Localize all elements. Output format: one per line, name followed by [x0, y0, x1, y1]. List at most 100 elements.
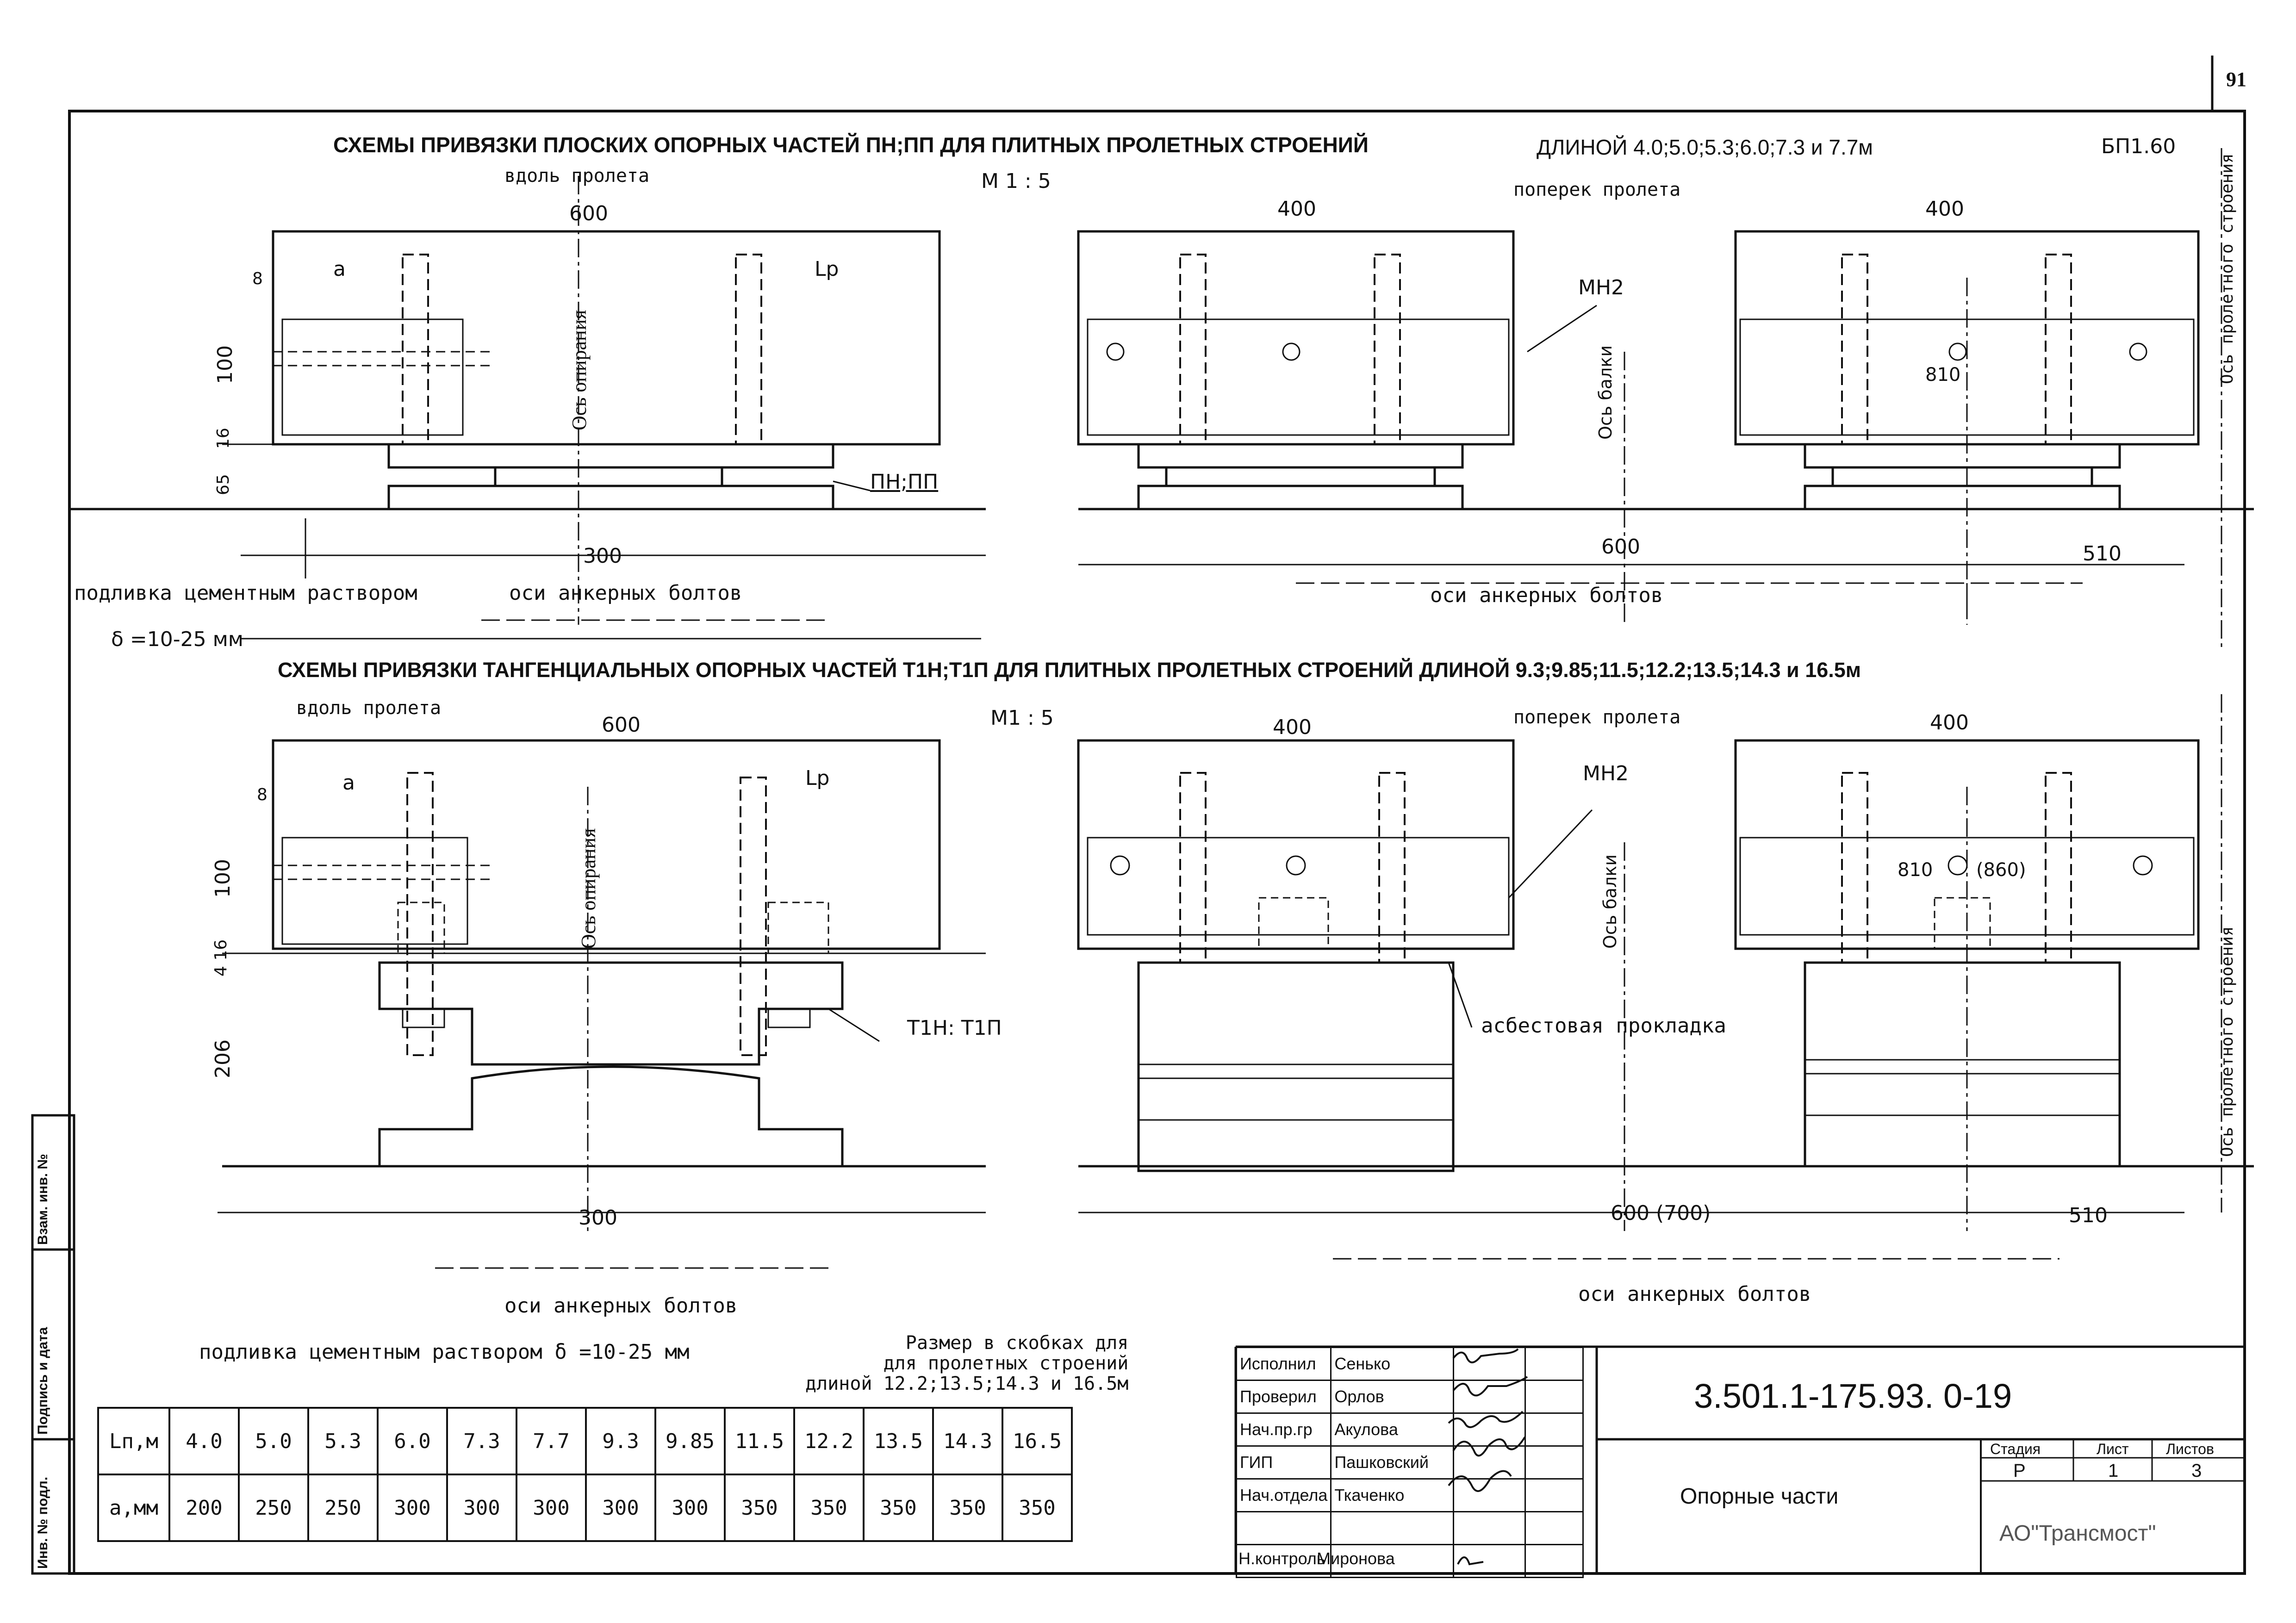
scheme2-dim-400-left: 400 — [1273, 715, 1312, 739]
scheme2-dim-400-right: 400 — [1930, 711, 1969, 734]
date-cell — [1524, 1511, 1584, 1545]
table-row — [1235, 1511, 1584, 1545]
signature-name: Орлов — [1330, 1380, 1455, 1414]
scheme2-gasket-label: асбестовая прокладка — [1481, 1014, 1726, 1038]
table-row: Lп,м 4.0 5.0 5.3 6.0 7.3 7.7 9.3 9.85 11… — [97, 1407, 1073, 1475]
table-cell: 13.5 — [863, 1407, 934, 1475]
table-cell: 6.0 — [377, 1407, 448, 1475]
scheme1-dim-8: 8 — [252, 269, 263, 288]
scheme1-dim-300: 300 — [583, 544, 622, 568]
signature-name — [1330, 1544, 1455, 1578]
table-cell: 250 — [307, 1474, 379, 1542]
table-cell: 350 — [932, 1474, 1003, 1542]
scheme1-title-lengths: ДЛИНОЙ 4.0;5.0;5.3;6.0;7.3 и 7.7м — [1537, 135, 1873, 159]
scheme2-bearing-label: Т1Н: Т1П — [907, 1016, 1002, 1040]
table-cell: 300 — [654, 1474, 726, 1542]
scheme2-anchor-axes-left: оси анкерных болтов — [504, 1294, 738, 1318]
scheme2-anchor-axes-right: оси анкерных болтов — [1578, 1282, 1811, 1306]
table-cell: 300 — [585, 1474, 656, 1542]
date-cell — [1524, 1544, 1584, 1578]
table-cell: 5.3 — [307, 1407, 379, 1475]
table-cell: 350 — [724, 1474, 795, 1542]
scheme1-across-span-label: поперек пролета — [1513, 179, 1681, 200]
date-cell — [1524, 1478, 1584, 1512]
scheme1-anchor-axes-right: оси анкерных болтов — [1430, 584, 1663, 607]
signature-cell — [1453, 1445, 1526, 1480]
table-cell: 9.3 — [585, 1407, 656, 1475]
scheme2-dim-860: (860) — [1976, 859, 2026, 881]
anchor-mark-icon — [2129, 342, 2147, 361]
signature-name: Сенько — [1330, 1347, 1455, 1381]
signature-role: Исполнил — [1235, 1347, 1332, 1381]
scheme1-along-span-label: вдоль пролета — [504, 165, 650, 187]
scheme2-mark-mn2: МН2 — [1583, 762, 1629, 785]
table-header-lp: Lп,м — [97, 1407, 170, 1475]
table-cell: 350 — [863, 1474, 934, 1542]
scheme2-along-span — [218, 739, 986, 1269]
table-cell: 16.5 — [1002, 1407, 1073, 1475]
table-cell: 300 — [446, 1474, 517, 1542]
signature-name: Ткаченко — [1330, 1478, 1455, 1512]
sheets-value: 3 — [2191, 1461, 2202, 1481]
table-cell: 250 — [238, 1474, 309, 1542]
scheme2-dim-a: а — [342, 771, 355, 795]
anchor-mark-icon — [2133, 855, 2153, 876]
signature-role: ГИП — [1235, 1445, 1332, 1480]
signature-role-ncontrol: Н.контроль — [1238, 1549, 1325, 1568]
signature-name — [1330, 1511, 1455, 1545]
drawing-frame — [68, 110, 2246, 1575]
signature-cell — [1453, 1511, 1526, 1545]
anchor-mark-icon — [1948, 855, 1968, 876]
anchor-mark-icon — [1282, 342, 1300, 361]
document-code: 3.501.1-175.93. 0-19 — [1694, 1377, 2012, 1415]
left-strip-sign-date: Подпись и дата — [35, 1327, 50, 1435]
date-cell — [1524, 1347, 1584, 1381]
signature-name-ncontrol: Миронова — [1317, 1549, 1395, 1568]
scheme1-dim-600: 600 — [569, 202, 608, 225]
signature-name: Пашковский — [1330, 1445, 1455, 1480]
scheme2-dim-lp: Lp — [805, 766, 830, 790]
date-cell — [1524, 1445, 1584, 1480]
scheme2-dim-300: 300 — [579, 1206, 617, 1230]
stage-header: Стадия — [1990, 1441, 2041, 1457]
left-strip-inv: Инв. № подл. — [35, 1476, 50, 1569]
sheet-value: 1 — [2108, 1461, 2119, 1481]
table-cell: 7.7 — [516, 1407, 587, 1475]
signature-role: Нач.пр.гр — [1235, 1412, 1332, 1447]
lp-a-table: Lп,м 4.0 5.0 5.3 6.0 7.3 7.7 9.3 9.85 11… — [97, 1407, 1073, 1542]
table-header-a: а,мм — [97, 1474, 170, 1542]
document-name: Опорные части — [1680, 1484, 1839, 1509]
bracket-note-line: для пролетных строений — [883, 1353, 1129, 1374]
scheme1-across-span — [1077, 148, 2254, 648]
sheets-header: Листов — [2166, 1441, 2214, 1457]
table-cell: 12.2 — [793, 1407, 865, 1475]
scheme1-dim-400-left: 400 — [1277, 197, 1316, 221]
signature-role: Нач.отдела — [1235, 1478, 1332, 1512]
scheme2-across-span-label: поперек пролета — [1513, 707, 1681, 728]
scheme1-delta: δ =10-25 мм — [111, 628, 243, 651]
table-cell: 7.3 — [446, 1407, 517, 1475]
scheme2-dim-8: 8 — [257, 785, 268, 804]
table-cell: 300 — [377, 1474, 448, 1542]
table-cell: 350 — [1002, 1474, 1073, 1542]
signature-role — [1235, 1511, 1332, 1545]
date-cell — [1524, 1412, 1584, 1447]
scheme2-dim-600-bottom: 600 (700) — [1611, 1201, 1711, 1225]
scheme1-along-span — [69, 176, 986, 640]
scheme1-dim-810: 810 — [1925, 364, 1961, 386]
anchor-mark-icon — [1948, 342, 1967, 361]
scheme2-dim-510: 510 — [2069, 1204, 2108, 1227]
scheme1-dim-lp: Lp — [815, 257, 839, 281]
table-cell: 9.85 — [654, 1407, 726, 1475]
bracket-note-line: длиной 12.2;13.5;14.3 и 16.5м — [805, 1373, 1129, 1394]
scheme1-scale: М 1 : 5 — [981, 169, 1051, 193]
table-cell: 5.0 — [238, 1407, 309, 1475]
organization: АО"Трансмост" — [1999, 1521, 2156, 1546]
scheme1-grout: подливка цементным раствором — [74, 581, 417, 605]
table-cell: 4.0 — [168, 1407, 240, 1475]
left-strip — [31, 1114, 75, 1575]
